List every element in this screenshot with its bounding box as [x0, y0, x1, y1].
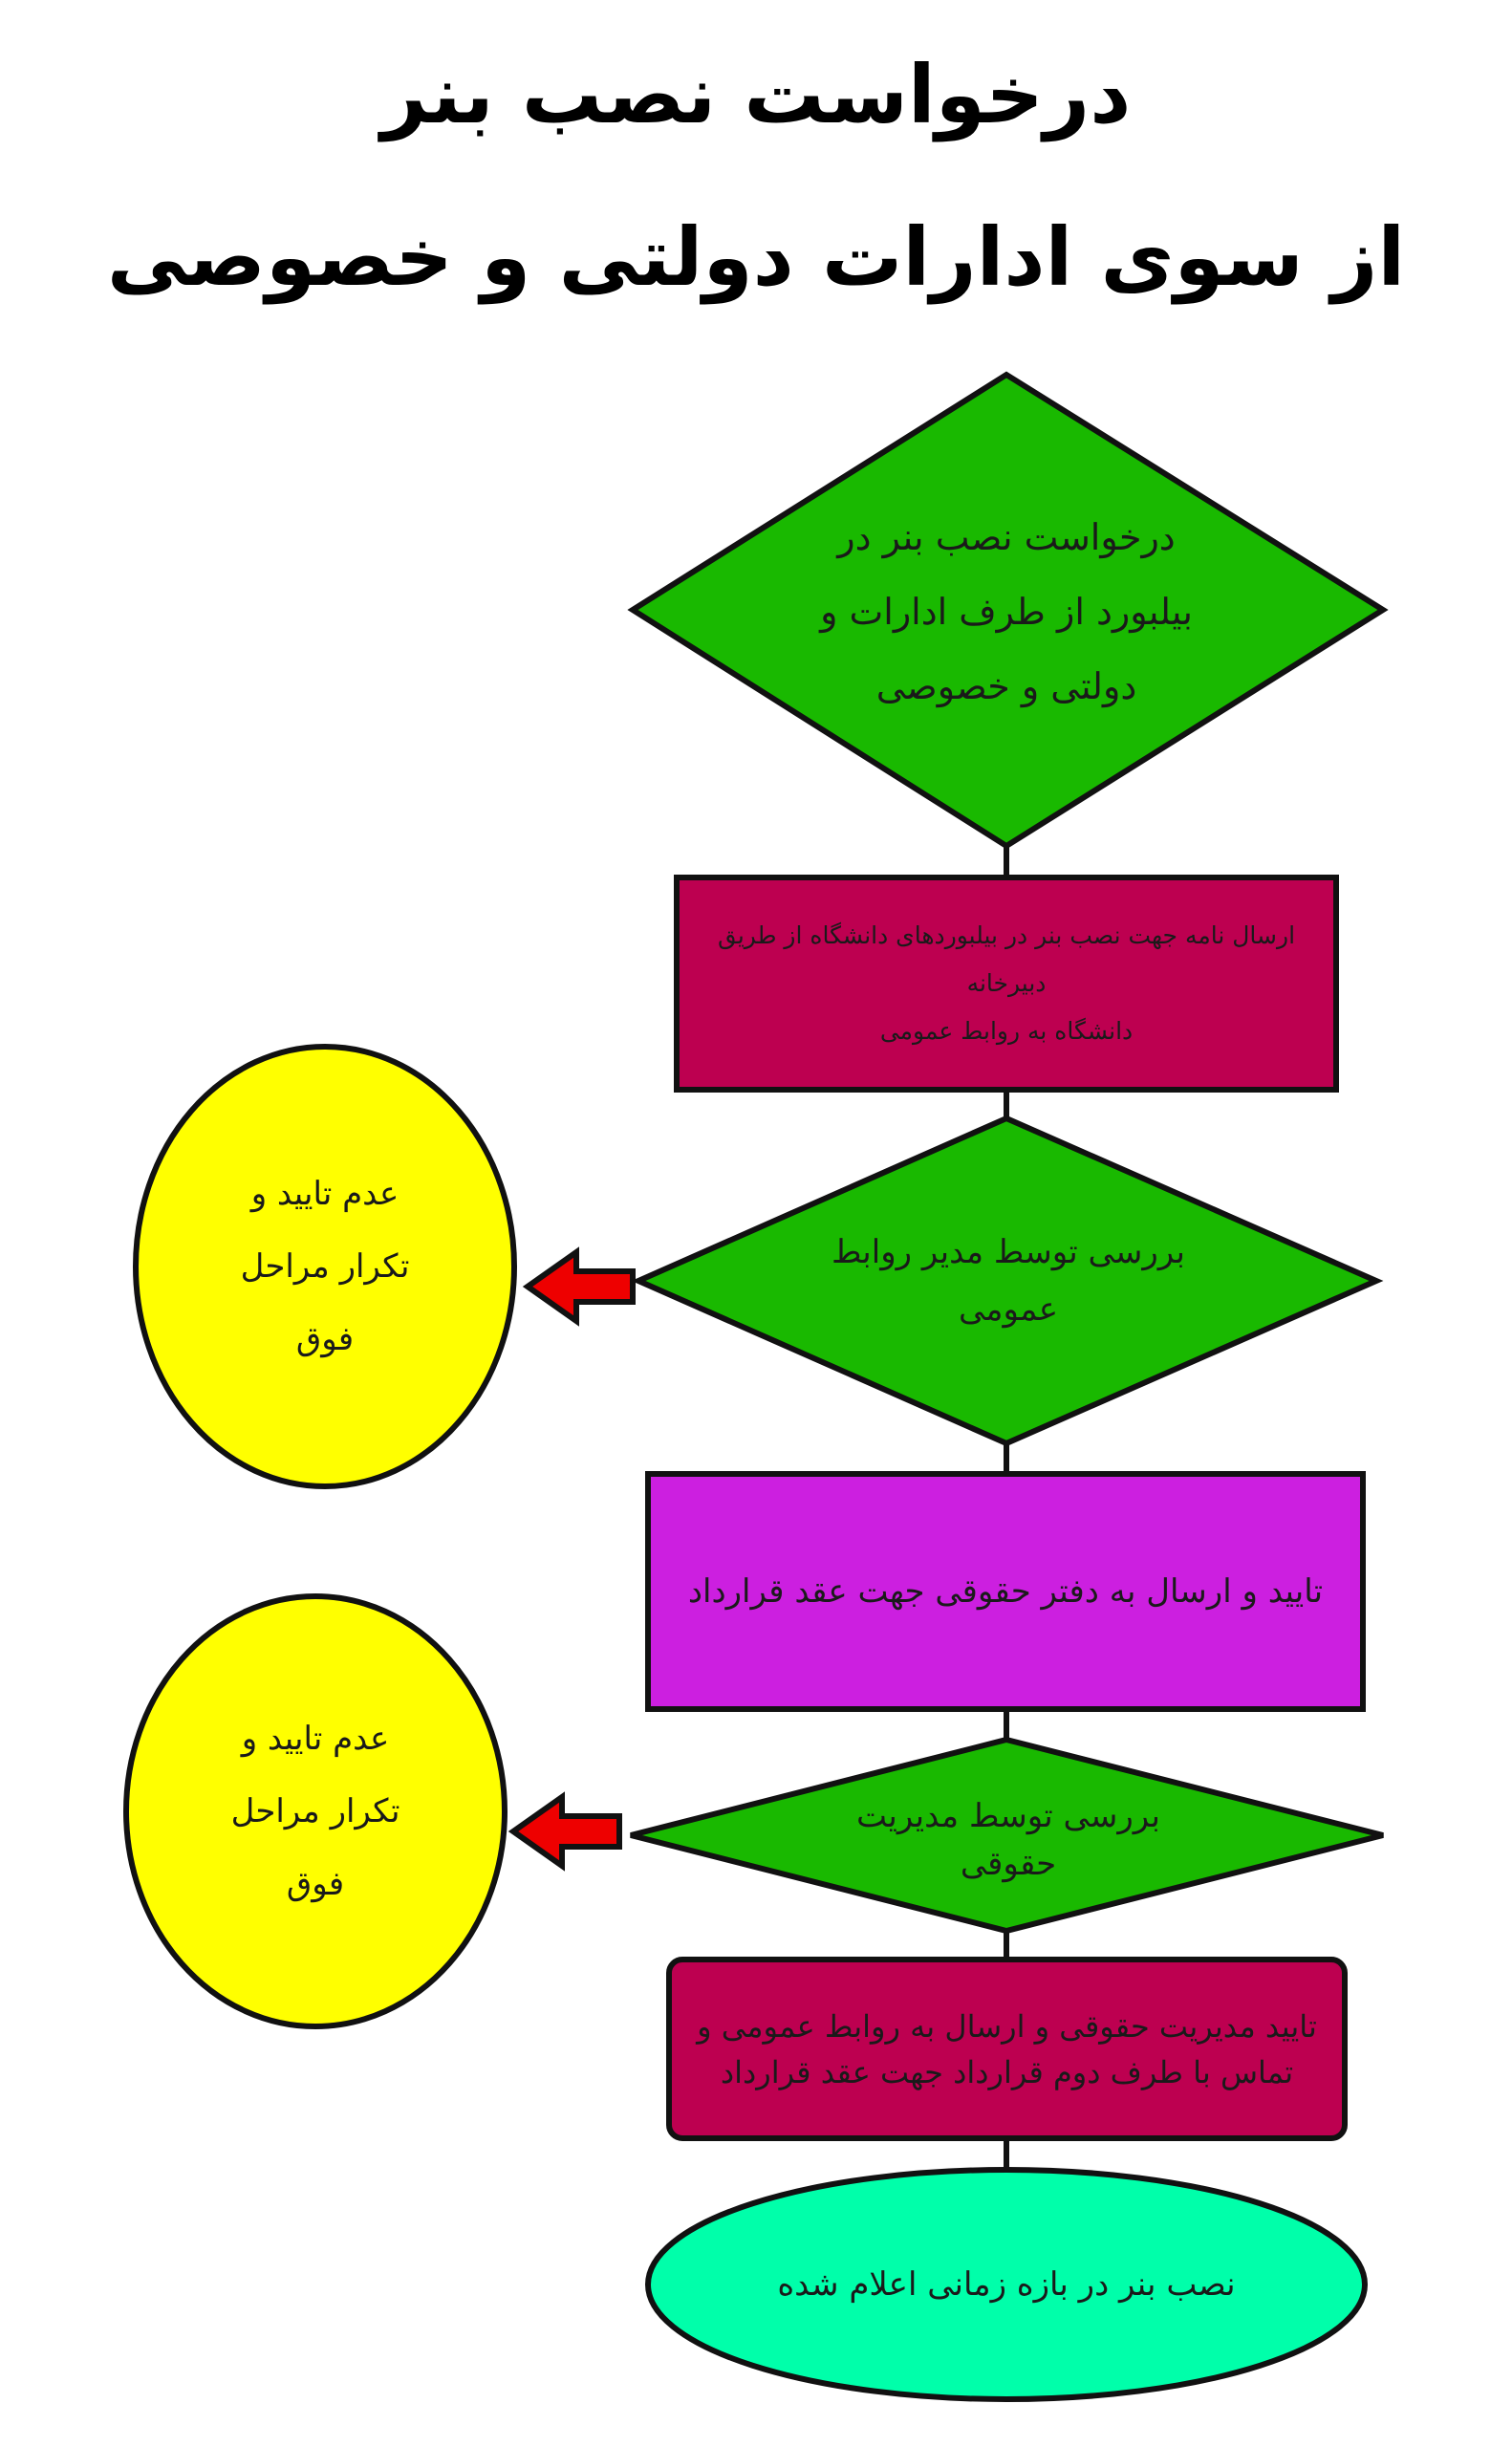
review-pr-diamond [631, 1115, 1384, 1447]
reject-1-label: عدم تایید و تکرار مراحل فوق [240, 1175, 410, 1358]
page-title-line-2: از سوی ادارات دولتی و خصوصی [106, 210, 1406, 304]
install-label: نصب بنر در بازه زمانی اعلام شده [777, 2265, 1236, 2304]
start-decision-label: درخواست نصب بنر در بیلبورد از طرف ادارات… [820, 516, 1193, 707]
review-legal-label: بررسی توسط مدیریت حقوقی [856, 1797, 1161, 1883]
review-legal-diamond [630, 1736, 1384, 1935]
install-terminal-ellipse [645, 2167, 1368, 2402]
reject-1-arrow-icon [522, 1246, 636, 1327]
approve-legal-label: تایید و ارسال به دفتر حقوقی جهت عقد قرار… [687, 1572, 1324, 1611]
send-letter-box [674, 875, 1339, 1093]
start-decision-diamond [627, 371, 1389, 850]
legal-approved-box [666, 1957, 1348, 2141]
approve-legal-box [645, 1471, 1366, 1712]
send-letter-label: ارسال نامه جهت نصب بنر در بیلبوردهای دان… [717, 921, 1296, 1045]
legal-approved-label: تایید مدیریت حقوقی و ارسال به روابط عموم… [697, 2007, 1317, 2090]
review-pr-label: بررسی توسط مدیر روابط عمومی [832, 1233, 1185, 1329]
reject-2-arrow-icon [508, 1791, 622, 1872]
page-title-line-1: درخواست نصب بنر [380, 48, 1132, 141]
reject-1-ellipse [133, 1044, 517, 1489]
reject-2-ellipse [123, 1593, 508, 2029]
reject-2-label: عدم تایید و تکرار مراحل فوق [230, 1720, 400, 1903]
